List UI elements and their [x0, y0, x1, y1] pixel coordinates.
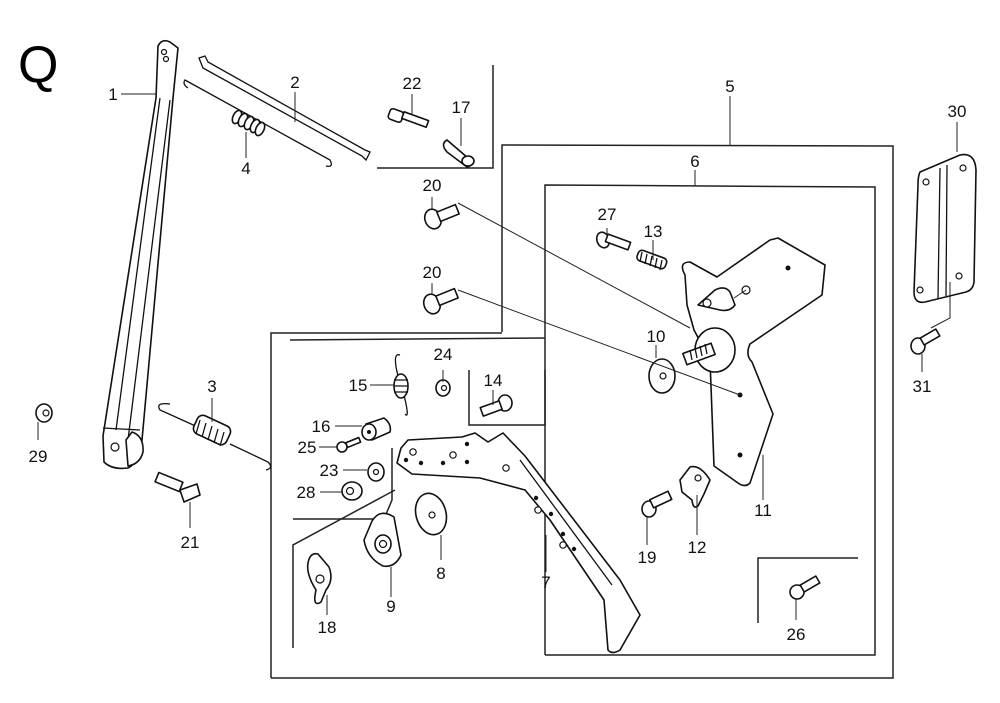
screw-26-frame	[757, 557, 858, 623]
cover-plate-part-30[interactable]	[913, 153, 977, 304]
assembly-frame-5	[270, 144, 894, 679]
callout-labels: 1 2 3 4 5 6 7 8 9 10 11 12 13 14 15 16 1…	[29, 73, 967, 644]
frame-18-9	[292, 489, 396, 648]
bolt-part-27[interactable]	[595, 230, 632, 251]
washer-part-23[interactable]	[367, 462, 385, 482]
flange-bolt-part-31[interactable]	[910, 328, 941, 355]
callout-30[interactable]: 30	[948, 102, 967, 121]
callout-25[interactable]: 25	[298, 438, 317, 457]
section-letter: Q	[18, 36, 58, 94]
callout-14[interactable]: 14	[484, 371, 503, 390]
callout-26[interactable]: 26	[787, 625, 806, 644]
bolt-part-22[interactable]	[387, 107, 430, 129]
lever-bracket-part-7[interactable]	[396, 432, 641, 654]
callout-17[interactable]: 17	[452, 98, 471, 117]
callout-16[interactable]: 16	[312, 417, 331, 436]
callout-1[interactable]: 1	[108, 85, 117, 104]
clip-part-12[interactable]	[679, 465, 711, 508]
callout-8[interactable]: 8	[436, 564, 445, 583]
mounting-plate-part-11[interactable]	[681, 237, 826, 487]
callout-23[interactable]: 23	[320, 461, 339, 480]
callout-7[interactable]: 7	[541, 573, 550, 592]
wing-nut-part-18[interactable]	[306, 552, 332, 605]
collar-part-17[interactable]	[442, 139, 475, 168]
screw-part-26[interactable]	[789, 575, 821, 600]
leader-lines	[37, 92, 958, 620]
screw-part-25[interactable]	[336, 436, 362, 453]
callout-9[interactable]: 9	[386, 597, 395, 616]
callout-29[interactable]: 29	[29, 447, 48, 466]
nut-part-29[interactable]	[35, 403, 53, 423]
small-parts-frame	[289, 337, 546, 341]
rod-spring-part-4[interactable]	[183, 79, 332, 168]
callout-28[interactable]: 28	[297, 483, 316, 502]
bolt-14-frame	[468, 370, 546, 426]
callout-20-lower[interactable]: 20	[423, 263, 442, 282]
callout-10[interactable]: 10	[647, 327, 666, 346]
nut-collar-part-16[interactable]	[361, 417, 392, 441]
spring-part-13[interactable]	[636, 249, 668, 271]
callout-13[interactable]: 13	[644, 222, 663, 241]
callout-4[interactable]: 4	[241, 159, 250, 178]
cam-plate-part-9[interactable]	[363, 512, 402, 568]
callout-31[interactable]: 31	[913, 377, 932, 396]
bolt-part-19[interactable]	[641, 490, 673, 518]
clip-part-24[interactable]	[435, 379, 451, 397]
flange-bolt-part-20-upper[interactable]	[422, 203, 460, 232]
callout-15[interactable]: 15	[349, 376, 368, 395]
callout-20-upper[interactable]: 20	[423, 176, 442, 195]
lower-left-frame	[293, 448, 393, 520]
callout-27[interactable]: 27	[598, 205, 617, 224]
washer-plate-part-8[interactable]	[411, 490, 451, 538]
callout-22[interactable]: 22	[403, 74, 422, 93]
spring-part-15[interactable]	[393, 354, 409, 416]
callout-11[interactable]: 11	[754, 501, 772, 520]
rod-part-2[interactable]	[198, 55, 371, 162]
callout-6[interactable]: 6	[690, 152, 699, 171]
callout-5[interactable]: 5	[725, 77, 734, 96]
callout-21[interactable]: 21	[181, 533, 200, 552]
callout-18[interactable]: 18	[318, 618, 337, 637]
callout-2[interactable]: 2	[290, 73, 299, 92]
subassembly-frame-6	[544, 184, 876, 656]
t-bolt-part-21[interactable]	[154, 471, 201, 503]
callout-12[interactable]: 12	[688, 538, 707, 557]
flange-bolt-part-20-lower[interactable]	[421, 287, 459, 317]
callout-24[interactable]: 24	[434, 345, 453, 364]
callout-3[interactable]: 3	[207, 377, 216, 396]
callout-19[interactable]: 19	[638, 548, 657, 567]
tension-spring-part-3[interactable]	[158, 402, 272, 471]
nut-part-28[interactable]	[341, 481, 363, 501]
washer-part-10[interactable]	[648, 358, 676, 394]
bolt-part-14[interactable]	[479, 394, 513, 417]
bolt-collar-frame	[377, 65, 494, 169]
lever-arm-part-1[interactable]	[102, 39, 179, 470]
